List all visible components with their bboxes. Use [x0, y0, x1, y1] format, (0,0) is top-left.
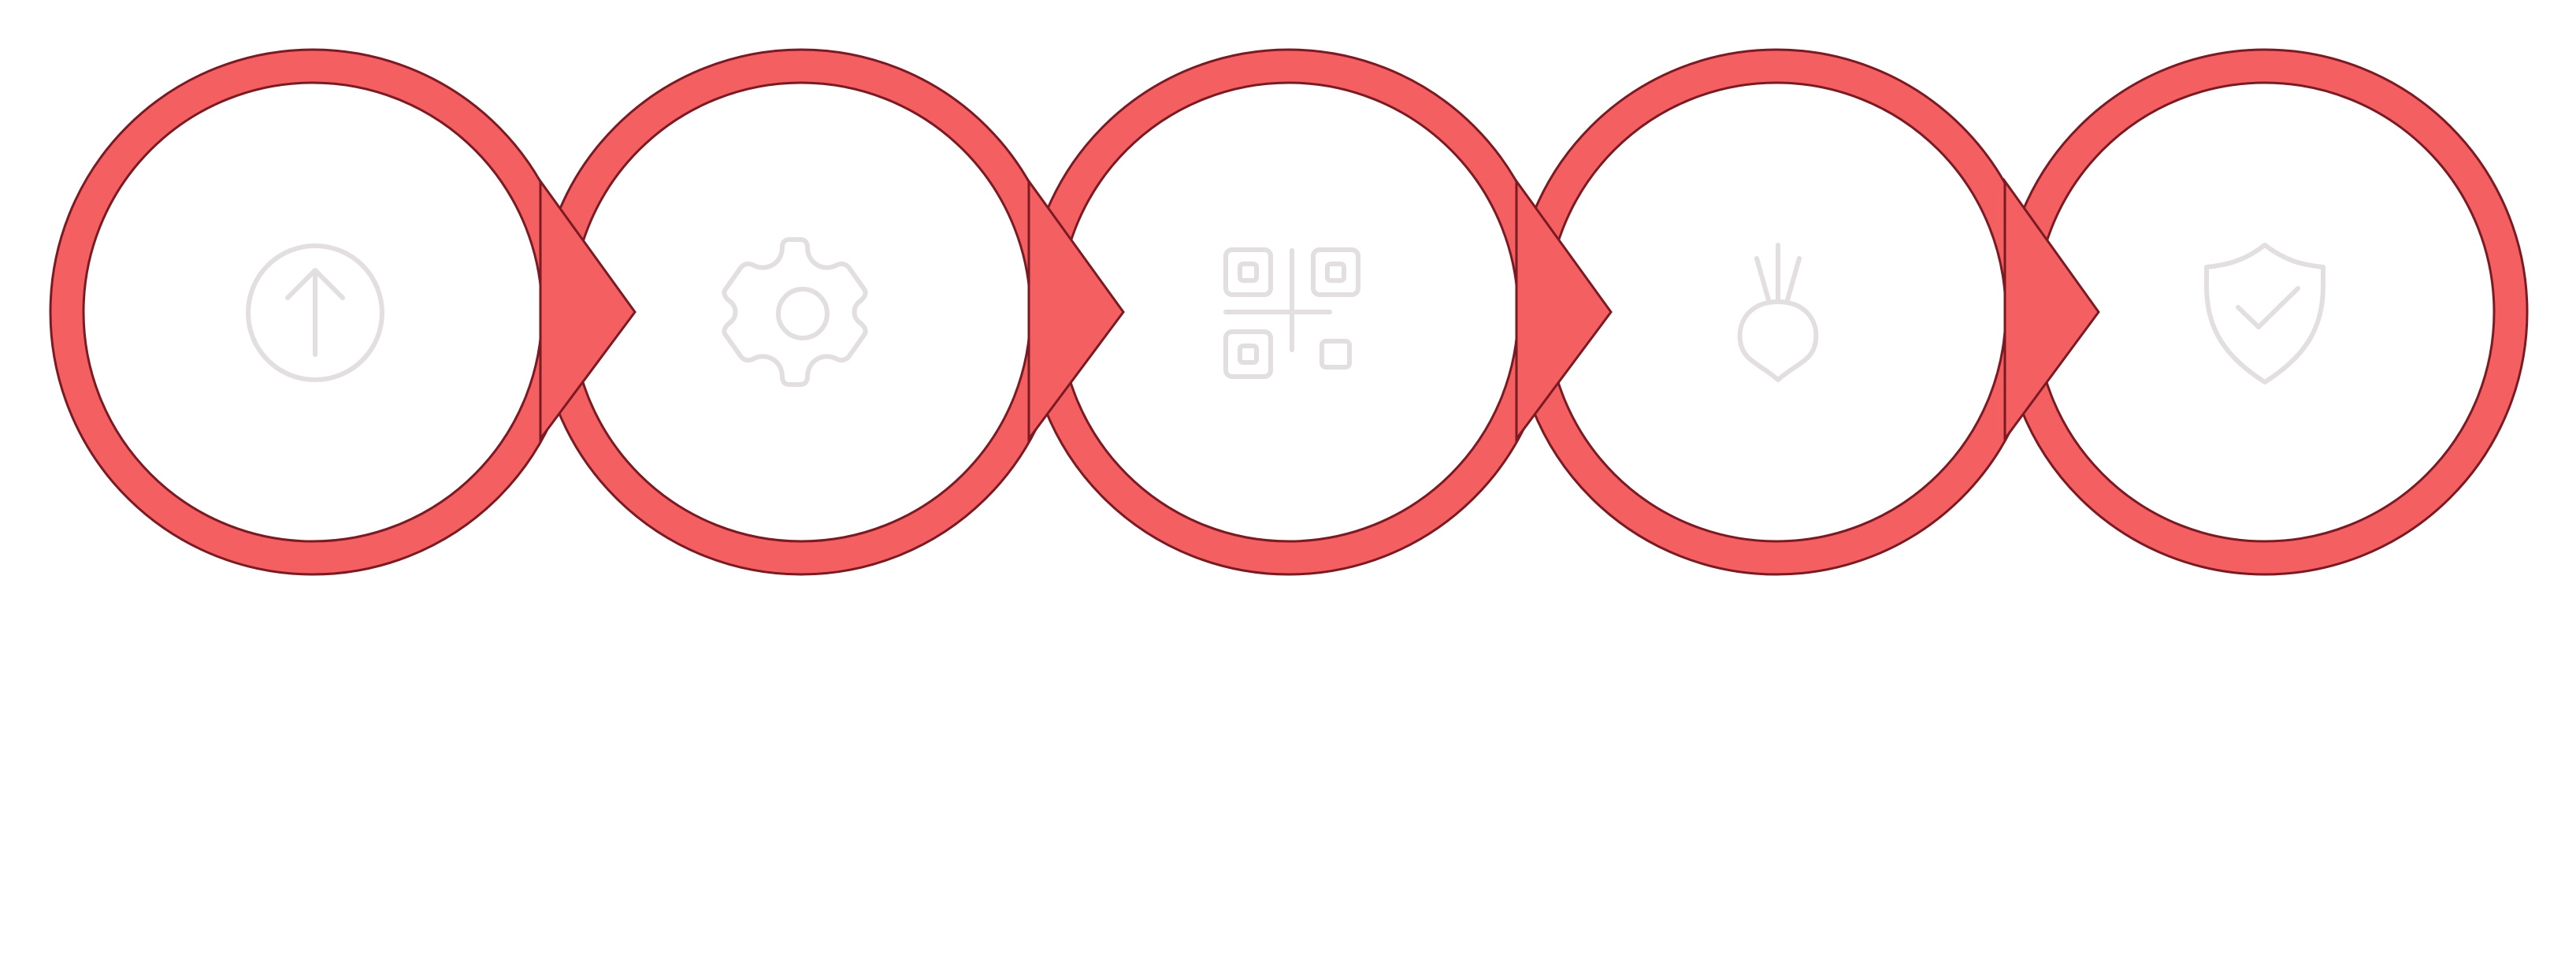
step-5-inner-circle: [2034, 81, 2496, 543]
step-4-inner-circle: [1546, 81, 2007, 543]
radish-icon: [1737, 243, 1819, 382]
gear-icon: [722, 237, 868, 387]
step-2-arrow: [1027, 177, 1125, 443]
step-1-arrow: [539, 177, 637, 443]
upload-icon: [246, 243, 384, 382]
step-3: [1025, 48, 1613, 576]
step-1: [49, 48, 637, 576]
step-5: [2001, 48, 2529, 576]
step-4-arrow: [2003, 177, 2100, 443]
qr-code-icon: [1223, 247, 1360, 379]
step-4: [1513, 48, 2100, 576]
step-3-arrow: [1515, 177, 1613, 443]
step-2: [537, 48, 1125, 576]
step-2-inner-circle: [570, 81, 1032, 543]
shield-check-icon: [2204, 243, 2325, 385]
